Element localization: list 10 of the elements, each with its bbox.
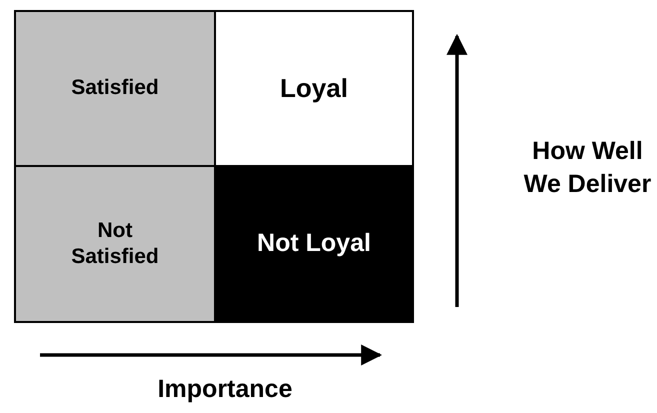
quadrant-label: Satisfied [71,75,159,102]
quadrant-cell [14,10,216,167]
quadrant-label: Not Satisfied [70,218,160,270]
axis-label: Importance [156,374,294,405]
quadrant-label: Not Loyal [257,228,371,260]
quadrant-cell [214,165,414,323]
axis-label: How Well We Deliver [522,136,652,200]
quadrant-cell [14,165,216,323]
quadrant-cell [214,10,414,167]
quadrant-label: Loyal [280,72,348,105]
